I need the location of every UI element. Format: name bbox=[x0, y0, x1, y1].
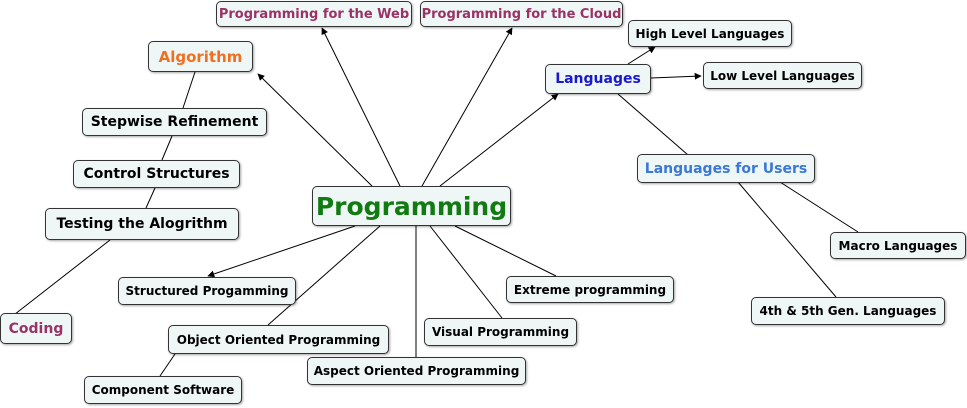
link-root-extreme bbox=[454, 225, 557, 277]
link-languages-low bbox=[650, 72, 702, 80]
node-aspect-oriented-programming[interactable]: Aspect Oriented Programming bbox=[307, 357, 526, 385]
node-programming-cloud[interactable]: Programming for the Cloud bbox=[420, 1, 623, 27]
link-root-languages bbox=[439, 93, 559, 187]
link-root-structured bbox=[207, 225, 356, 278]
node-extreme-programming[interactable]: Extreme programming bbox=[506, 276, 674, 303]
link-algorithm-stepwise bbox=[182, 71, 196, 109]
node-4th-5th-gen-languages[interactable]: 4th & 5th Gen. Languages bbox=[751, 297, 945, 325]
node-high-level-languages[interactable]: High Level Languages bbox=[628, 20, 792, 47]
link-users-macro bbox=[779, 181, 859, 233]
link-users-gen bbox=[737, 181, 837, 298]
node-object-oriented-programming[interactable]: Object Oriented Programming bbox=[168, 325, 389, 354]
link-languages-high bbox=[627, 46, 656, 65]
link-languages-users bbox=[617, 93, 689, 156]
link-control-testing bbox=[145, 187, 156, 209]
node-structured-programming[interactable]: Structured Progamming bbox=[118, 277, 296, 305]
node-visual-programming[interactable]: Visual Programming bbox=[424, 318, 577, 346]
link-stepwise-control bbox=[161, 135, 173, 161]
node-testing-algorithm[interactable]: Testing the Alogrithm bbox=[45, 208, 239, 240]
link-root-web bbox=[321, 27, 401, 187]
node-macro-languages[interactable]: Macro Languages bbox=[830, 232, 966, 259]
node-stepwise-refinement[interactable]: Stepwise Refinement bbox=[82, 108, 267, 136]
node-component-software[interactable]: Component Software bbox=[84, 376, 242, 404]
node-coding[interactable]: Coding bbox=[0, 313, 72, 344]
node-programming-root[interactable]: Programming bbox=[312, 186, 511, 226]
node-control-structures[interactable]: Control Structures bbox=[73, 160, 240, 188]
link-testing-coding bbox=[9, 239, 111, 319]
link-root-visual bbox=[429, 225, 503, 319]
node-programming-web[interactable]: Programming for the Web bbox=[216, 1, 412, 27]
link-root-oop bbox=[267, 225, 381, 326]
node-low-level-languages[interactable]: Low Level Languages bbox=[703, 62, 862, 89]
node-algorithm[interactable]: Algorithm bbox=[148, 41, 253, 72]
node-languages-for-users[interactable]: Languages for Users bbox=[637, 154, 815, 183]
node-languages[interactable]: Languages bbox=[545, 64, 651, 94]
link-root-cloud bbox=[421, 27, 513, 187]
link-root-algorithm bbox=[257, 73, 373, 187]
link-oop-component bbox=[159, 353, 176, 377]
